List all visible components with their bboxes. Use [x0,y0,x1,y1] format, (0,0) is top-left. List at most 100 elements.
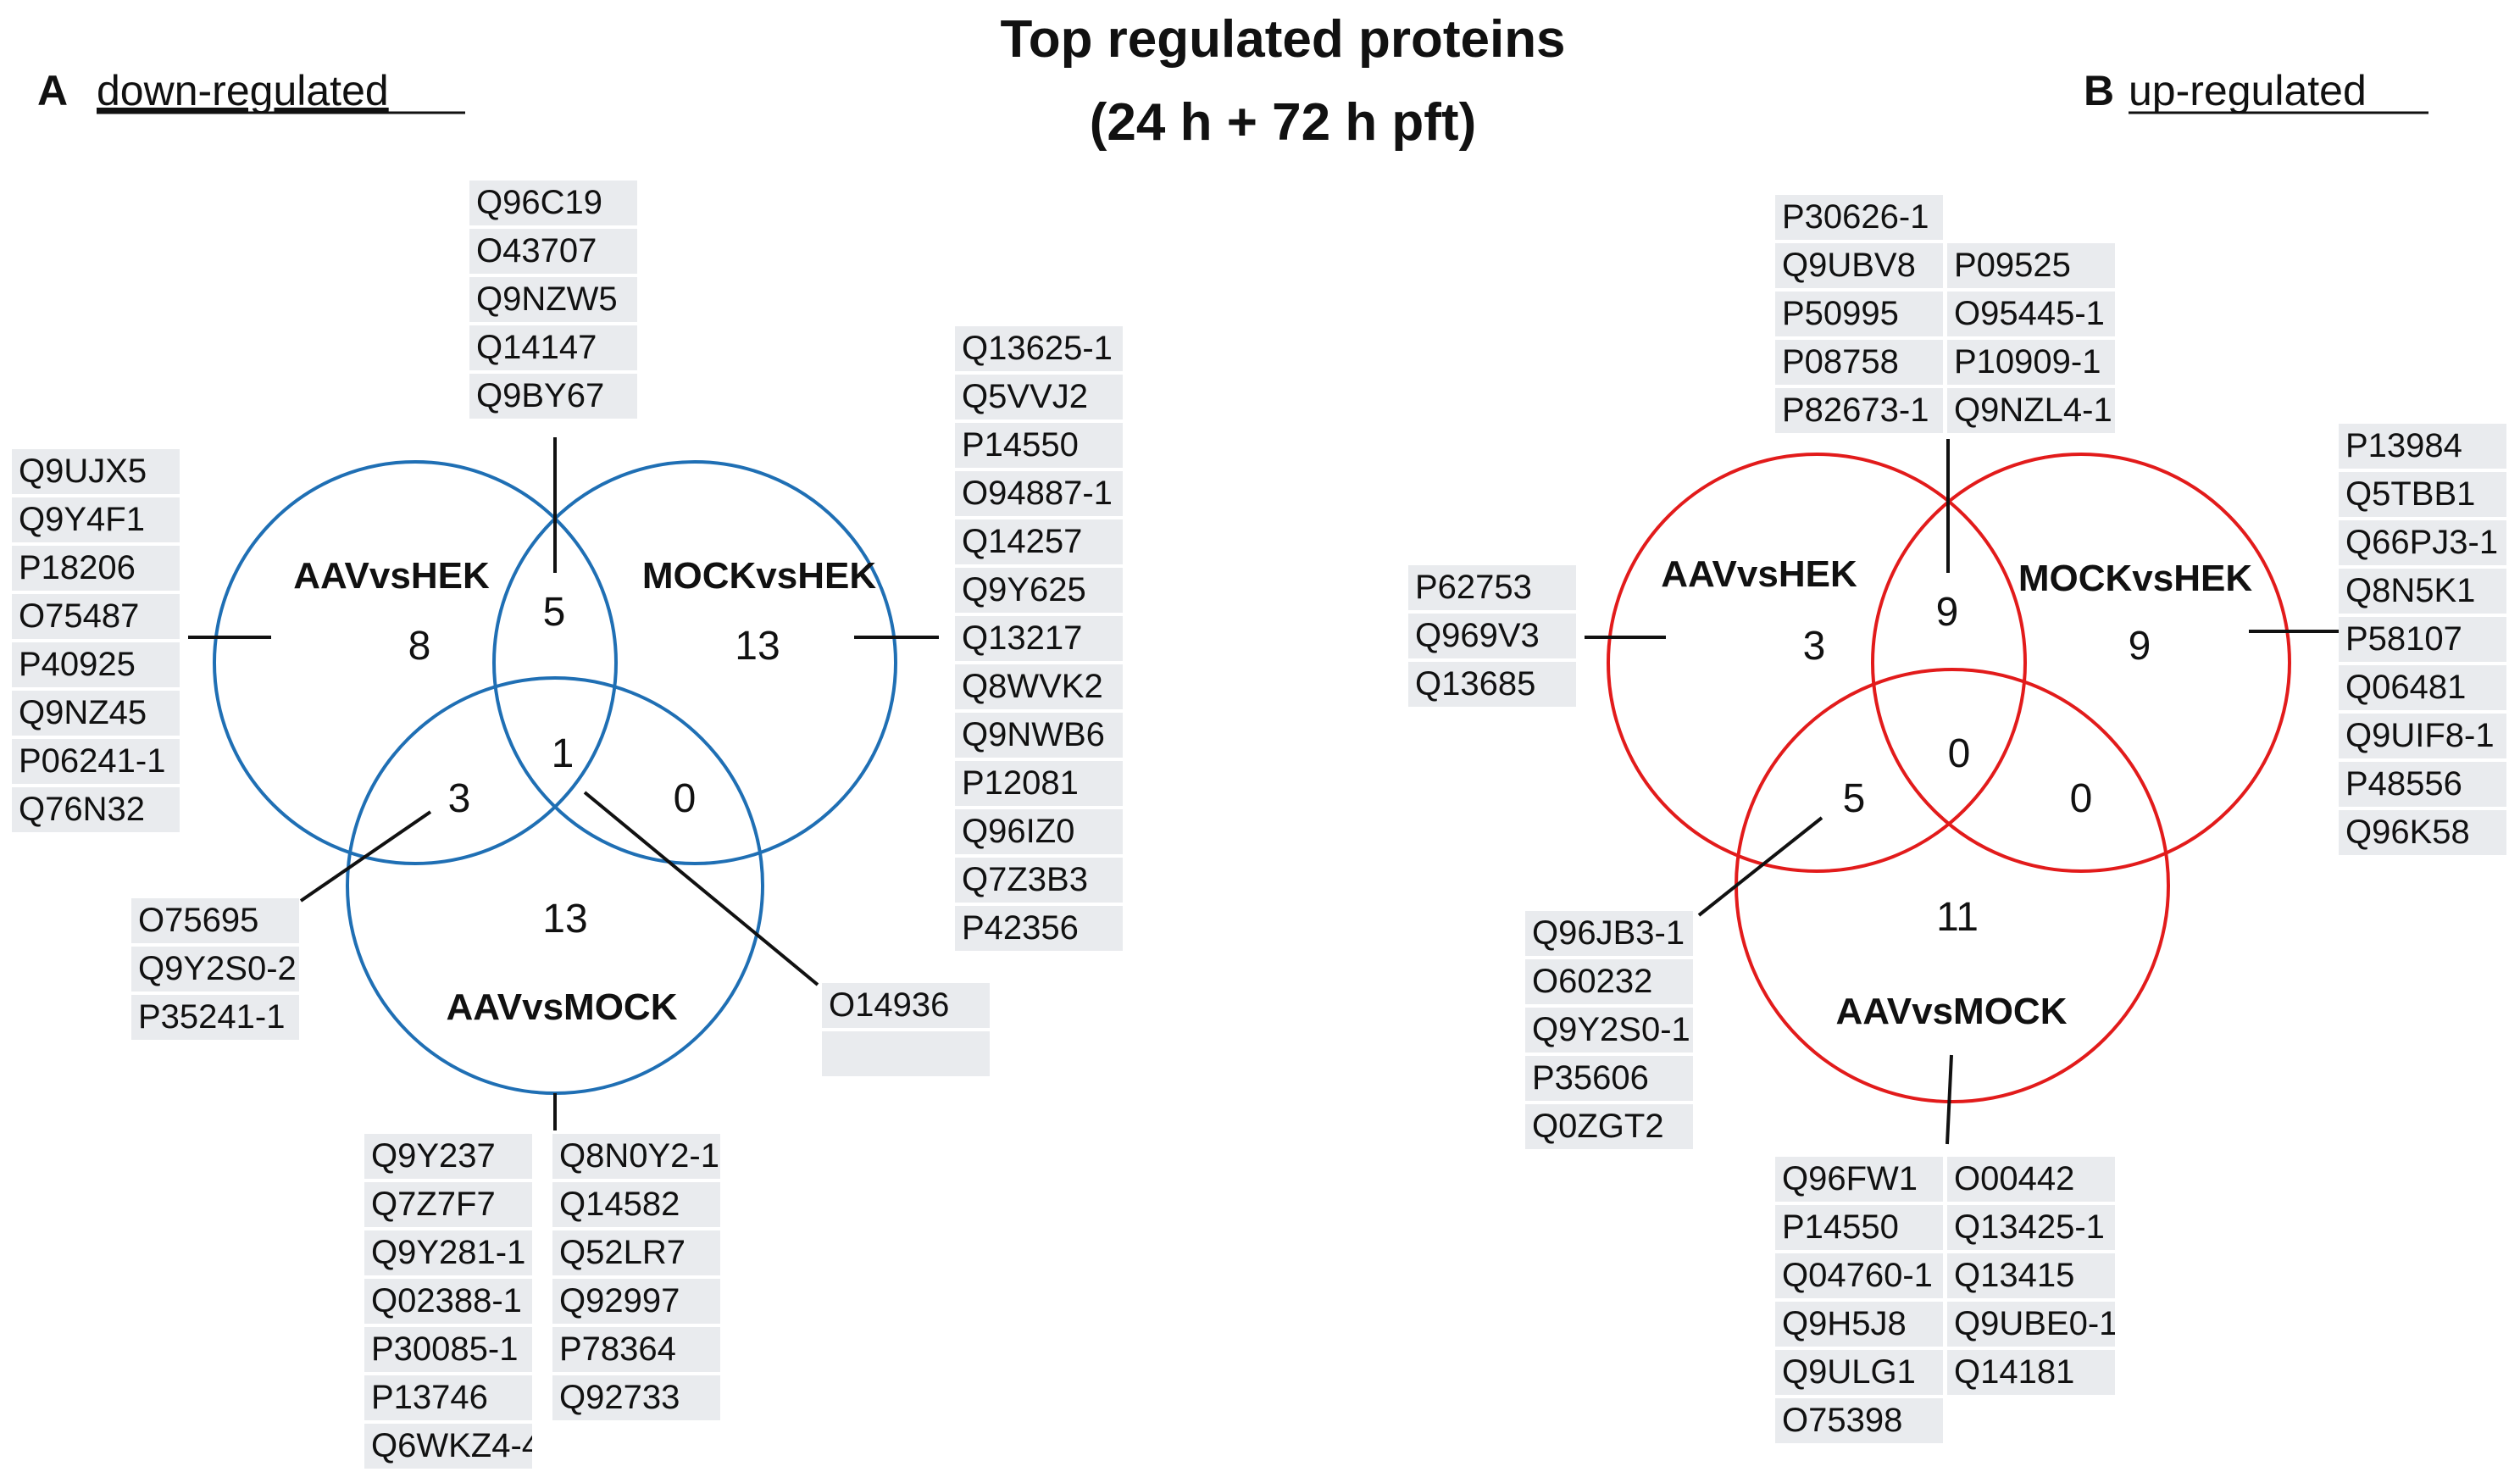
protein-id-cell: O75695 [131,898,299,943]
panel-b-count-right-bottom: 0 [2070,776,2093,821]
protein-id-cell: P13746 [364,1375,532,1420]
protein-id-cell: Q66PJ3-1 [2339,520,2506,565]
protein-id-cell: Q13625-1 [955,326,1123,371]
protein-id-cell: Q7Z3B3 [955,858,1123,903]
panel-b-letter: B [2084,67,2114,114]
panel-b-set-label-right: MOCKvsHEK [2018,558,2252,599]
protein-id-cell: Q9Y237 [364,1134,532,1179]
protein-id-cell: Q14582 [552,1182,720,1227]
panel-a-set-label-left: AAVvsHEK [293,555,490,597]
protein-id-cell: Q5VVJ2 [955,375,1123,419]
protein-id-cell: Q13217 [955,616,1123,661]
protein-id-cell: Q96FW1 [1775,1157,1943,1202]
protein-id-cell: P78364 [552,1327,720,1372]
protein-id-cell: P12081 [955,761,1123,806]
protein-id-cell: P14550 [955,423,1123,468]
protein-id-cell: Q13415 [1947,1253,2115,1298]
panel-a-set-label-bottom: AAVvsMOCK [446,986,677,1028]
panel-b-heading: up-regulated [2129,67,2367,114]
panel-b-count-all-three: 0 [1948,731,1971,776]
protein-id-cell: O43707 [469,229,637,274]
panel-b-circle-mockvshek [1871,453,2291,873]
protein-id-cell: Q96K58 [2339,810,2506,855]
protein-id-cell: P40925 [12,642,180,687]
protein-id-cell: O14936 [822,983,990,1028]
panel-a-count-right-only: 13 [735,624,780,669]
protein-id-cell: O60232 [1525,959,1693,1004]
protein-id-cell: Q9Y625 [955,568,1123,613]
panel-b-leader-bottom-only [1946,1054,1953,1145]
protein-id-cell: Q8N5K1 [2339,569,2506,614]
protein-id-cell: Q06481 [2339,665,2506,710]
panel-a-count-bottom-only: 13 [542,897,587,942]
panel-a-leader-all-three [583,791,819,986]
panel-a-count-all-three: 1 [552,731,574,776]
protein-id-cell: P14550 [1775,1205,1943,1250]
protein-id-cell: Q5TBB1 [2339,472,2506,517]
protein-id-cell [822,1031,990,1076]
figure-title-line2: (24 h + 72 h pft) [1090,93,1476,152]
protein-id-cell: P62753 [1408,565,1576,610]
protein-id-cell: Q02388-1 [364,1279,532,1324]
protein-id-cell: P50995 [1775,292,1943,336]
protein-id-cell: Q969V3 [1408,614,1576,658]
protein-id-cell: Q96IZ0 [955,809,1123,854]
protein-id-cell: P48556 [2339,762,2506,807]
protein-id-cell: Q52LR7 [552,1230,720,1275]
panel-a-heading: down-regulated [97,67,389,114]
protein-id-cell: Q9BY67 [469,374,637,419]
panel-a-count-left-only: 8 [408,624,431,669]
panel-b-set-label-bottom: AAVvsMOCK [1835,991,2067,1032]
panel-b-count-left-right: 9 [1936,590,1959,635]
protein-id-cell: Q96C19 [469,181,637,225]
protein-id-cell: O94887-1 [955,471,1123,516]
protein-id-cell: Q9NZL4-1 [1947,388,2115,433]
protein-id-cell: Q9Y2S0-1 [1525,1008,1693,1053]
protein-id-cell: Q9NZ45 [12,691,180,736]
protein-id-cell: O75398 [1775,1398,1943,1443]
panel-a-count-left-right: 5 [543,590,566,635]
protein-id-cell: Q14181 [1947,1350,2115,1395]
protein-id-cell: Q9UBV8 [1775,243,1943,288]
protein-id-cell: Q14257 [955,519,1123,564]
protein-id-cell: O95445-1 [1947,292,2115,336]
protein-id-cell: O00442 [1947,1157,2115,1202]
protein-id-cell: P18206 [12,546,180,591]
protein-id-cell: Q92997 [552,1279,720,1324]
protein-id-cell: P13984 [2339,424,2506,469]
protein-id-cell: Q0ZGT2 [1525,1104,1693,1149]
protein-id-cell: P35606 [1525,1056,1693,1101]
protein-id-cell: Q13425-1 [1947,1205,2115,1250]
protein-id-cell: Q8WVK2 [955,664,1123,709]
protein-id-cell: Q9NZW5 [469,277,637,322]
panel-a-count-left-bottom: 3 [448,776,471,821]
protein-id-cell: Q9UIF8-1 [2339,714,2506,758]
protein-id-cell: P35241-1 [131,995,299,1040]
protein-id-cell: Q9H5J8 [1775,1302,1943,1347]
panel-a-letter: A [37,67,68,114]
protein-id-cell: Q14147 [469,325,637,370]
protein-id-cell: P09525 [1947,243,2115,288]
protein-id-cell: Q9Y2S0-2 [131,947,299,992]
protein-id-cell: P30085-1 [364,1327,532,1372]
protein-id-cell: Q9Y281-1 [364,1230,532,1275]
protein-id-cell: P42356 [955,906,1123,951]
panel-a-count-right-bottom: 0 [674,776,697,821]
panel-b-count-left-bottom: 5 [1843,776,1866,821]
panel-b-leader-left-bottom [1697,816,1823,917]
protein-id-cell: Q92733 [552,1375,720,1420]
protein-id-cell: P30626-1 [1775,195,1943,240]
figure-title-line1: Top regulated proteins [1000,10,1565,69]
protein-id-cell: Q96JB3-1 [1525,911,1693,956]
